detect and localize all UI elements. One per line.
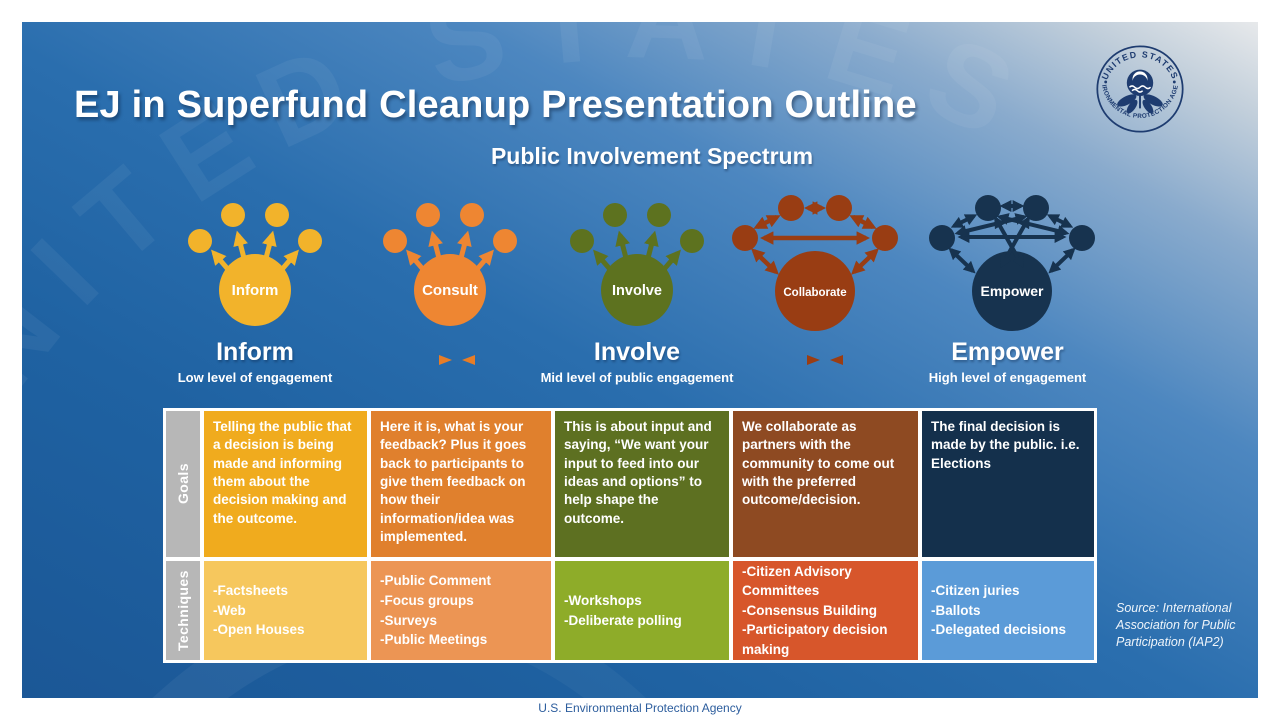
seal-star [1172, 80, 1176, 84]
slide-subtitle: Public Involvement Spectrum [490, 143, 814, 169]
row-header-techniques: Techniques [166, 561, 200, 660]
level-description: Mid level of public engagement [540, 370, 734, 385]
goals-cell-empower: The final decision is made by the public… [922, 411, 1094, 557]
epa-seal-logo: UNITED STATES ENVIRONMENTAL PROTECTION A… [1096, 45, 1184, 133]
node-circles [570, 203, 704, 326]
level-label: Inform [216, 338, 294, 366]
goals-cell-involve: This is about input and saying, “We want… [555, 411, 729, 557]
epa-flower-icon [1117, 69, 1163, 114]
spectrum-table: Goals Telling the public that a decision… [163, 408, 1097, 663]
node-circles [188, 203, 322, 326]
footer-text: U.S. Environmental Protection Agency [538, 701, 742, 715]
slide-title: EJ in Superfund Cleanup Presentation Out… [74, 84, 917, 126]
spectrum-arrow-inform-involve [316, 355, 598, 365]
level-label: Involve [593, 338, 681, 366]
node-label: Consult [422, 282, 478, 299]
level-description: Low level of engagement [177, 370, 333, 385]
network-arrows [751, 201, 879, 275]
level-description: High level of engagement [928, 370, 1087, 385]
goals-cell-collaborate: We collaborate as partners with the comm… [733, 411, 918, 557]
goals-cell-inform: Telling the public that a decision is be… [204, 411, 367, 557]
level-inform: Inform Low level of engagement [155, 338, 355, 385]
node-circles [732, 195, 898, 331]
node-label: Involve [612, 283, 662, 299]
node-diagram-involve: Involve [570, 203, 704, 326]
network-arrows [948, 200, 1076, 274]
techniques-cell-inform: -Factsheets -Web -Open Houses [204, 561, 367, 660]
techniques-cell-empower: -Citizen juries -Ballots -Delegated deci… [922, 561, 1094, 660]
node-diagram-consult: Consult [383, 203, 517, 326]
level-empower: Empower High level of engagement [880, 338, 1135, 385]
level-label: Empower [951, 338, 1064, 366]
node-label: Inform [232, 282, 279, 299]
seal-star [1104, 80, 1108, 84]
row-header-goals: Goals [166, 411, 200, 557]
node-label: Empower [980, 283, 1044, 299]
slide: UNITED STATES EJ in Superfund Cleanup Pr… [22, 22, 1258, 698]
node-diagram-inform: Inform [188, 203, 322, 326]
node-diagram-collaborate: Collaborate [732, 195, 898, 331]
level-involve: Involve Mid level of public engagement [487, 338, 787, 385]
goals-cell-consult: Here it is, what is your feedback? Plus … [371, 411, 551, 557]
seal-ring [1096, 45, 1184, 133]
node-label: Collaborate [783, 287, 846, 299]
source-note: Source: International Association for Pu… [1116, 601, 1236, 649]
node-circles [383, 203, 517, 326]
spectrum-arrow-involve-empower [692, 355, 958, 365]
techniques-cell-consult: -Public Comment -Focus groups -Surveys -… [371, 561, 551, 660]
node-circles [929, 195, 1095, 331]
techniques-cell-collaborate: -Citizen Advisory Committees -Consensus … [733, 561, 918, 660]
node-diagram-empower: Empower [929, 195, 1095, 331]
techniques-cell-involve: -Workshops -Deliberate polling [555, 561, 729, 660]
